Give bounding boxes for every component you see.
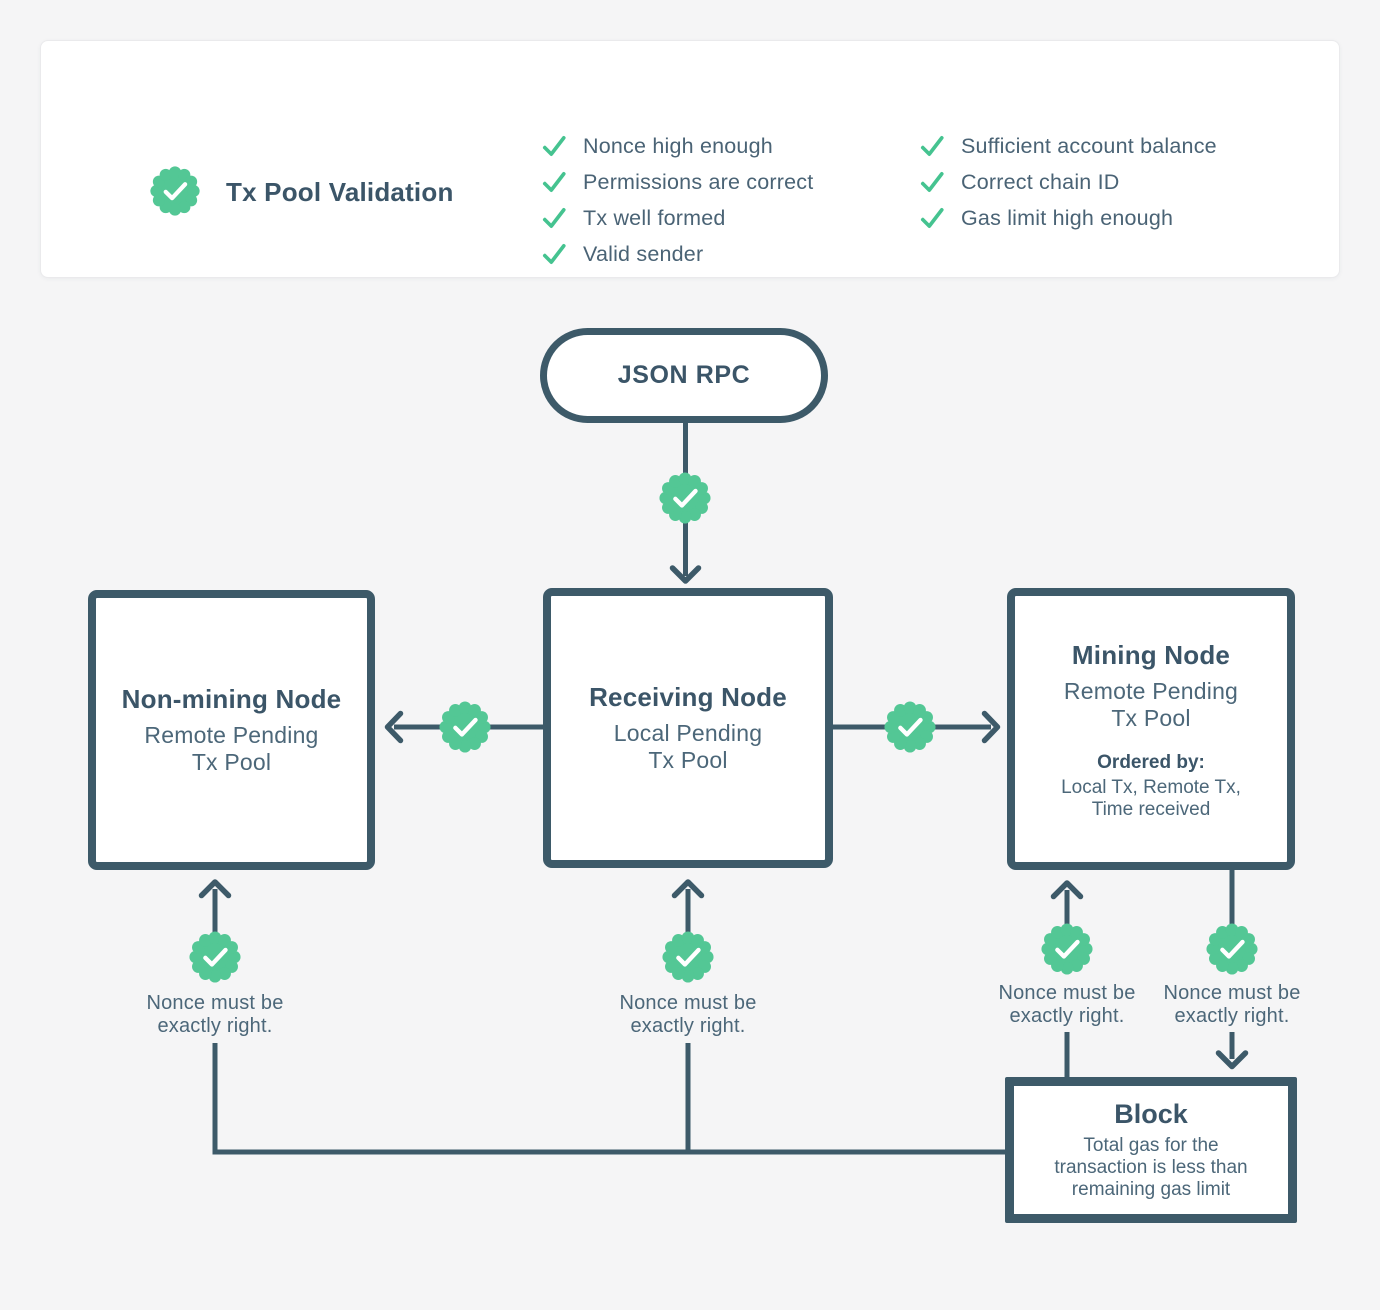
ordered-by-line: Local Tx, Remote Tx, — [1061, 776, 1241, 798]
node-subtitle-line: Tx Pool — [648, 747, 728, 773]
checklist-item-label: Nonce high enough — [583, 133, 773, 158]
nonce-note-line: Nonce must be — [1163, 982, 1301, 1004]
nonce-note: Nonce must be exactly right. — [1142, 982, 1322, 1028]
node-receiving: Receiving Node Local Pending Tx Pool — [543, 588, 833, 868]
check-icon — [542, 172, 566, 192]
block-title: Block — [1114, 1099, 1188, 1129]
check-badge-icon — [1039, 921, 1095, 977]
arrowhead-left-non-mining — [384, 710, 404, 744]
nonce-note: Nonce must be exactly right. — [598, 992, 778, 1038]
nonce-note-line: Nonce must be — [998, 982, 1136, 1004]
check-icon — [542, 208, 566, 228]
ordered-by-block: Ordered by: Local Tx, Remote Tx, Time re… — [1061, 752, 1241, 821]
checklist-item: Tx well formed — [541, 200, 813, 236]
checklist-item-label: Correct chain ID — [961, 169, 1120, 194]
check-badge-icon — [1204, 921, 1260, 977]
checklist-item: Gas limit high enough — [919, 200, 1217, 236]
check-icon — [920, 208, 944, 228]
node-title: Mining Node — [1071, 639, 1231, 670]
checklist-item-label: Tx well formed — [583, 205, 726, 230]
node-title: Non-mining Node — [121, 684, 342, 714]
node-subtitle-line: Tx Pool — [191, 749, 272, 775]
check-badge-icon — [660, 929, 716, 985]
node-non-mining: Non-mining Node Remote Pending Tx Pool — [88, 590, 375, 870]
tx-pool-validation-card: Tx Pool Validation Nonce high enough Per… — [40, 40, 1340, 278]
nonce-note-line: exactly right. — [157, 1015, 273, 1037]
node-title: Receiving Node — [589, 682, 787, 712]
nonce-note-line: exactly right. — [1174, 1005, 1290, 1027]
nonce-note-line: Nonce must be — [146, 992, 284, 1014]
checklist-item: Valid sender — [541, 236, 813, 272]
check-badge-icon — [187, 929, 243, 985]
node-mining: Mining Node Remote Pending Tx Pool Order… — [1007, 588, 1295, 870]
checklist-item-label: Permissions are correct — [583, 169, 814, 194]
checklist-item-label: Valid sender — [583, 241, 704, 266]
verified-seal-icon — [148, 164, 202, 218]
arrowhead-up-non-mining — [198, 879, 232, 899]
json-rpc-label: JSON RPC — [617, 361, 751, 389]
nonce-note: Nonce must be exactly right. — [977, 982, 1157, 1028]
checklist-item: Nonce high enough — [541, 128, 813, 164]
node-subtitle-line: Tx Pool — [1111, 704, 1191, 731]
check-badge-icon — [882, 699, 938, 755]
block-body-line: Total gas for the — [1083, 1135, 1219, 1156]
block-body-line: remaining gas limit — [1071, 1179, 1231, 1200]
card-title: Tx Pool Validation — [226, 177, 454, 207]
check-badge-icon — [657, 470, 713, 526]
check-icon — [542, 136, 566, 156]
node-subtitle-line: Remote Pending — [1063, 677, 1239, 704]
check-icon — [542, 244, 566, 264]
check-icon — [920, 172, 944, 192]
checklist-item: Correct chain ID — [919, 164, 1217, 200]
validation-checklist-right: Sufficient account balance Correct chain… — [919, 128, 1217, 236]
ordered-by-label: Ordered by: — [1097, 751, 1205, 773]
checklist-item-label: Gas limit high enough — [961, 205, 1174, 230]
checklist-item-label: Sufficient account balance — [961, 133, 1217, 158]
node-subtitle-line: Remote Pending — [144, 722, 319, 748]
check-badge-icon — [437, 699, 493, 755]
nonce-note-line: Nonce must be — [619, 992, 757, 1014]
arrowhead-up-receiving — [671, 879, 705, 899]
nonce-note: Nonce must be exactly right. — [125, 992, 305, 1038]
checklist-item: Sufficient account balance — [919, 128, 1217, 164]
node-subtitle-line: Local Pending — [613, 720, 763, 746]
nonce-note-line: exactly right. — [1009, 1005, 1125, 1027]
arrowhead-up-mining — [1050, 880, 1084, 900]
nonce-note-line: exactly right. — [630, 1015, 746, 1037]
arrowhead-right-mining — [981, 710, 1001, 744]
node-json-rpc: JSON RPC — [540, 328, 828, 423]
arrowhead-down-receiving — [669, 565, 702, 584]
check-icon — [920, 136, 944, 156]
block-body-line: transaction is less than — [1054, 1157, 1248, 1178]
arrowhead-down-block — [1215, 1050, 1249, 1070]
ordered-by-line: Time received — [1091, 798, 1211, 820]
node-block: Block Total gas for the transaction is l… — [1005, 1077, 1297, 1223]
validation-checklist-left: Nonce high enough Permissions are correc… — [541, 128, 813, 272]
checklist-item: Permissions are correct — [541, 164, 813, 200]
